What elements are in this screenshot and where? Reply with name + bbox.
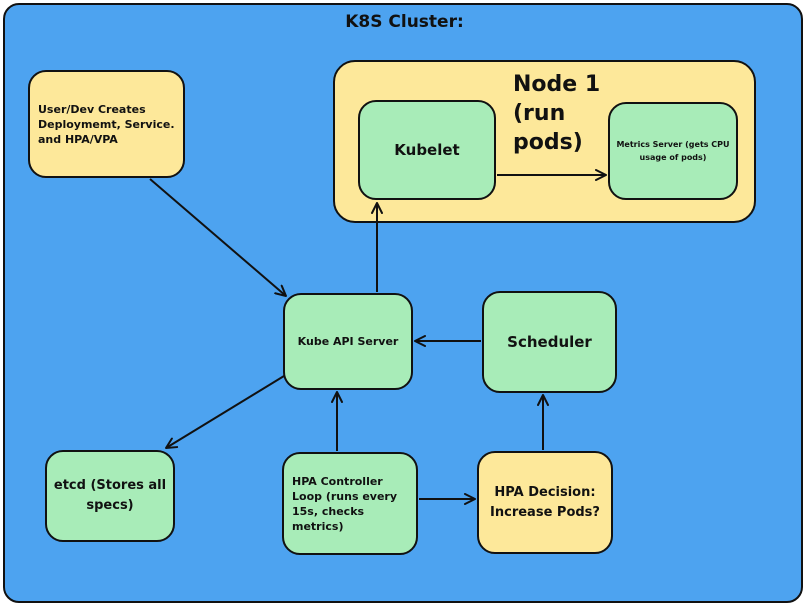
kube-api-server-box: Kube API Server xyxy=(283,293,413,390)
metrics-server-box: Metrics Server (gets CPU usage of pods) xyxy=(608,102,738,200)
etcd-label: etcd (Stores all specs) xyxy=(53,478,167,513)
hpa-decision-label: HPA Decision: Increase Pods? xyxy=(490,484,600,520)
kubelet-label: Kubelet xyxy=(394,141,460,159)
arrow-api-to-etcd xyxy=(165,375,285,449)
user-dev-box: User/Dev Creates Deploymemt, Service. an… xyxy=(28,70,185,178)
hpa-decision-box: HPA Decision: Increase Pods? xyxy=(477,451,613,554)
user-dev-label: User/Dev Creates Deploymemt, Service. an… xyxy=(38,102,175,146)
arrow-user-to-api xyxy=(149,178,287,297)
kubelet-box: Kubelet xyxy=(358,100,496,200)
metrics-server-label: Metrics Server (gets CPU usage of pods) xyxy=(616,140,730,162)
etcd-box: etcd (Stores all specs) xyxy=(45,450,175,542)
hpa-controller-loop-label: HPA Controller Loop (runs every 15s, che… xyxy=(292,474,398,533)
scheduler-box: Scheduler xyxy=(482,291,617,393)
cluster-title: K8S Cluster: xyxy=(345,12,464,32)
scheduler-label: Scheduler xyxy=(507,333,592,351)
node-title: Node 1 (run pods) xyxy=(513,72,601,155)
kube-api-server-label: Kube API Server xyxy=(297,335,399,348)
hpa-controller-loop-box: HPA Controller Loop (runs every 15s, che… xyxy=(282,452,418,555)
